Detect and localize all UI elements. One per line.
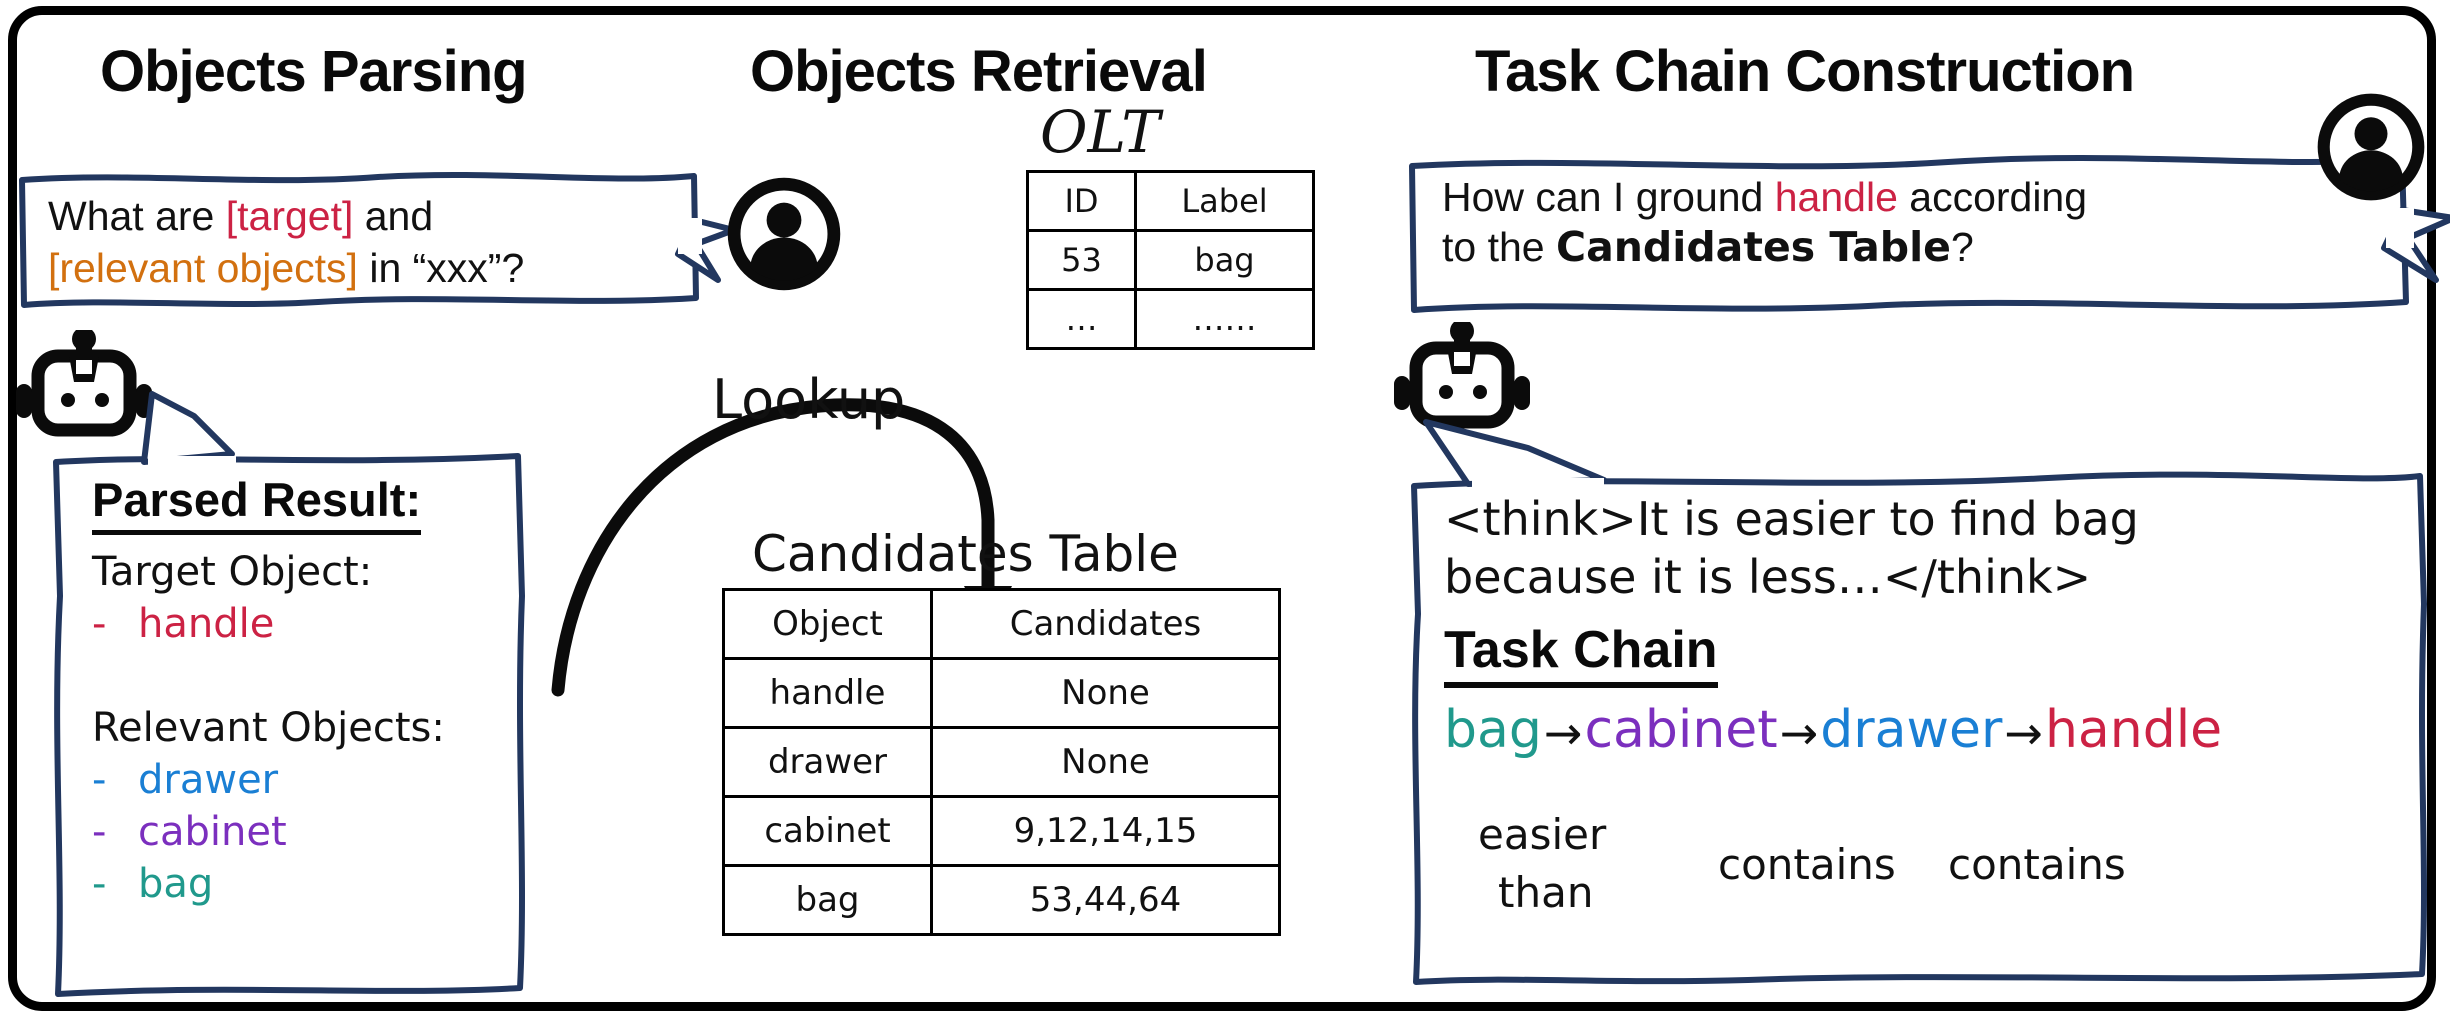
chain-arrow-icon-1: → [1543,706,1583,760]
list-dash: - [92,757,107,803]
target-object-value: handle [138,601,275,647]
olt-table: ID Label 53 bag … …… [1026,170,1315,350]
relation-label-easier-line1: easier [1478,810,1607,859]
candidates-object-cabinet: cabinet [722,795,933,867]
target-object-item: -handle [92,601,582,647]
task-chain-heading: Task Chain [1444,620,1718,688]
bubble-outline-answer [1411,419,2427,985]
user-question-bubble-2: How can I ground handle according to the… [1408,152,2450,313]
olt-cell-label-ellipsis: …… [1134,288,1315,350]
robot-icon-1 [14,327,156,452]
candidates-table-caption: Candidates Table [752,525,1179,583]
task-chain-row: bag→cabinet→drawer→handle [1444,700,2450,760]
relevant-object-value-cabinet: cabinet [138,809,287,855]
q2-text-a: How can I ground [1442,174,1775,220]
q1-target-token: [target] [225,193,354,239]
olt-header-row: ID Label [1026,170,1315,232]
candidates-header-row: Object Candidates [722,588,1281,660]
relevant-object-item-bag: -bag [92,861,582,907]
section-title-objects-retrieval: Objects Retrieval [750,39,1208,104]
relation-label-contains-2: contains [1948,840,2126,889]
candidates-object-bag: bag [722,864,933,936]
q2-text-c: to the [1442,224,1556,270]
question2-line1: How can I ground handle according [1442,172,2442,222]
answer-bubble: <think>It is easier to find bag because … [1408,419,2427,985]
q1-relevant-token: [relevant objects] [48,245,358,291]
lookup-label: Lookup [712,368,906,431]
relation-label-easier-line2: than [1498,868,1594,917]
chain-node-cabinet: cabinet [1584,700,1778,760]
olt-header-id: ID [1026,170,1137,232]
chain-arrow-icon-2: → [1779,706,1819,760]
parsed-result-bubble: Parsed Result: Target Object: -handle Re… [48,391,538,997]
table-row: cabinet 9,12,14,15 [722,795,1281,867]
olt-cell-id-ellipsis: … [1026,288,1137,350]
candidates-table: Object Candidates handle None drawer Non… [722,588,1281,936]
candidates-value-drawer: None [930,726,1281,798]
user-question-bubble-1: What are [target] and [relevant objects]… [18,168,737,308]
relevant-object-value-bag: bag [138,861,214,907]
target-object-label: Target Object: [92,549,373,595]
user-avatar-icon-1 [726,176,842,296]
bubble-outline-parsed [53,391,525,997]
chain-node-handle: handle [2044,700,2223,760]
user-avatar-icon-2 [2316,92,2426,206]
question1-line1: What are [target] and [48,190,728,242]
chain-arrow-icon-3: → [2004,706,2043,760]
parsed-result-heading: Parsed Result: [92,472,422,535]
relevant-object-item-drawer: -drawer [92,757,582,803]
question2-line2: to the Candidates Table? [1442,222,2442,272]
question1-line2: [relevant objects] in “xxx”? [48,242,728,294]
q2-candidates-table-token: Candidates Table [1555,223,1951,271]
q2-handle-token: handle [1774,174,1898,220]
think-line-1: <think>It is easier to find bag [1444,492,2139,546]
olt-caption: OLT [1040,98,1161,166]
list-dash: - [92,809,107,855]
relevant-objects-label: Relevant Objects: [92,705,445,751]
bubble-outline-2 [1409,155,2450,313]
candidates-value-bag: 53,44,64 [930,864,1281,936]
robot-icon-2 [1392,319,1534,444]
q1-text-b: and [353,193,434,239]
candidates-value-cabinet: 9,12,14,15 [930,795,1281,867]
olt-row: 53 bag [1026,229,1315,291]
olt-cell-id-53: 53 [1026,229,1137,291]
think-line-2: because it is less…</think> [1444,550,2092,604]
table-row: drawer None [722,726,1281,798]
candidates-object-handle: handle [722,657,933,729]
relevant-object-value-drawer: drawer [138,757,279,803]
olt-cell-label-bag: bag [1134,229,1315,291]
chain-node-bag: bag [1444,700,1542,760]
section-title-objects-parsing: Objects Parsing [100,39,528,104]
q2-text-d: ? [1951,224,1974,270]
candidates-header-object: Object [722,588,933,660]
candidates-header-candidates: Candidates [930,588,1281,660]
q2-text-b: according [1897,174,2088,220]
q1-text-c: in “xxx”? [357,245,525,291]
list-dash: - [92,861,107,907]
section-title-task-chain-construction: Task Chain Construction [1475,39,2135,104]
candidates-object-drawer: drawer [722,726,933,798]
relation-label-contains-1: contains [1718,840,1896,889]
list-dash: - [92,601,107,647]
olt-header-label: Label [1134,170,1315,232]
table-row: handle None [722,657,1281,729]
chain-node-drawer: drawer [1820,700,2003,760]
relevant-object-item-cabinet: -cabinet [92,809,582,855]
table-row: bag 53,44,64 [722,864,1281,936]
olt-row: … …… [1026,288,1315,350]
bubble-outline-1 [19,171,737,308]
q1-text-a: What are [48,193,226,239]
candidates-value-handle: None [930,657,1281,729]
